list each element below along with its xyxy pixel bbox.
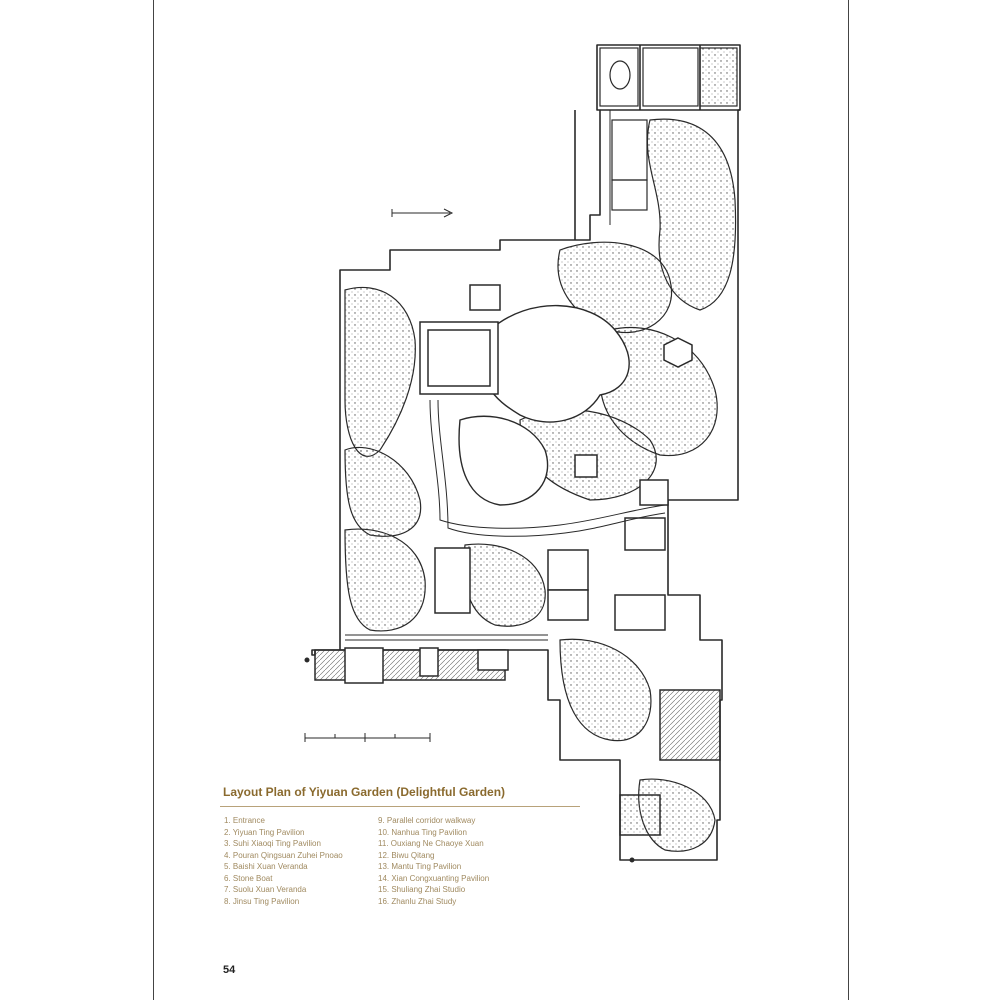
- legend-item: 9. Parallel corridor walkway: [378, 816, 476, 825]
- legend-item: 13. Mantu Ting Pavilion: [378, 862, 462, 871]
- legend-item: 4. Pouran Qingsuan Zuhei Pnoao: [224, 850, 343, 860]
- legend-item: 5. Baishi Xuan Veranda: [224, 862, 308, 871]
- legend-title: Layout Plan of Yiyuan Garden (Delightful…: [223, 785, 506, 799]
- legend-divider: [220, 806, 580, 807]
- legend-item: 12. Biwu Qitang: [378, 850, 435, 860]
- legend-item: 8. Jinsu Ting Pavilion: [224, 896, 300, 906]
- legend-item: 7. Suolu Xuan Veranda: [224, 885, 307, 894]
- main-pond: [482, 304, 630, 423]
- legend-item: 11. Ouxiang Ne Chaoye Xuan: [378, 839, 484, 848]
- south-pond: [458, 415, 549, 506]
- page-number: 54: [223, 964, 236, 976]
- legend-item: 3. Suhi Xiaoqi Ting Pavilion: [224, 839, 321, 848]
- site-boundary: [311, 44, 741, 861]
- annex-court: [642, 47, 699, 107]
- legend-list-left: 1. Entrance 2. Yiyuan Ting Pavilion 3. S…: [224, 815, 343, 907]
- legend-item: 2. Yiyuan Ting Pavilion: [224, 827, 305, 837]
- legend-item: 14. Xian Congxuanting Pavilion: [378, 873, 490, 883]
- covered-walkway: [429, 399, 666, 529]
- legend-item: 1. Entrance: [224, 816, 265, 825]
- legend-item: 16. Zhanlu Zhai Study: [378, 896, 457, 906]
- legend-list-right: 9. Parallel corridor walkway 10. Nanhua …: [378, 815, 489, 907]
- rockery-east: [646, 118, 737, 311]
- north-arrow: [392, 208, 454, 218]
- hall-south: [434, 547, 471, 614]
- hall-north: [419, 321, 499, 395]
- legend-item: 15. Shuliang Zhai Studio: [378, 885, 466, 894]
- legend-item: 6. Stone Boat: [224, 873, 273, 883]
- legend-item: 10. Nanhua Ting Pavilion: [378, 827, 467, 837]
